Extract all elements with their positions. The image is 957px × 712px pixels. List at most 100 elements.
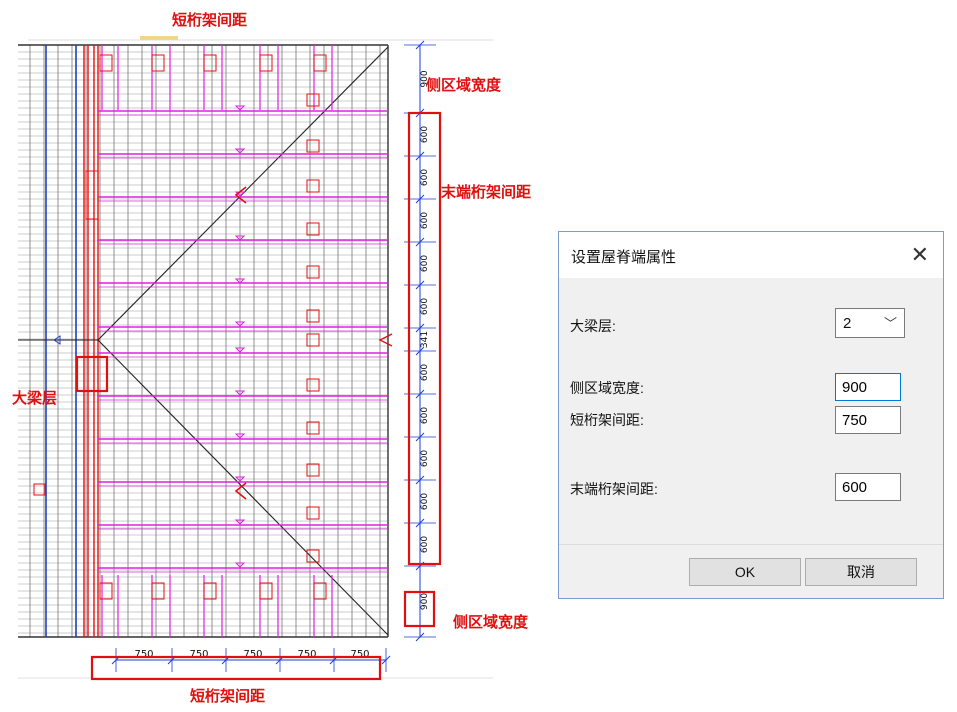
girder-tag bbox=[85, 170, 99, 220]
truss-marker bbox=[234, 278, 246, 284]
short-truss-spacing-input[interactable] bbox=[835, 406, 901, 434]
chevron-mark bbox=[234, 186, 247, 204]
dialog-titlebar: 设置屋脊端属性 ✕ bbox=[559, 232, 943, 278]
truss-marker bbox=[234, 347, 246, 353]
truss-tag bbox=[306, 179, 320, 193]
truss-marker bbox=[234, 476, 246, 482]
truss-tag bbox=[306, 309, 320, 323]
chevron-down-icon: ﹀ bbox=[883, 316, 897, 331]
truss-tag bbox=[313, 54, 327, 72]
dim-tick bbox=[415, 323, 425, 333]
end-truss-spacing-label: 末端桁架间距: bbox=[570, 481, 658, 497]
girder-layer-select[interactable]: 2 ﹀ bbox=[835, 308, 905, 338]
truss-tag bbox=[203, 582, 217, 600]
right-dim-label: 900 bbox=[420, 593, 430, 610]
close-icon[interactable]: ✕ bbox=[910, 242, 929, 267]
right-dim-label: 600 bbox=[420, 536, 430, 553]
truss-tag bbox=[306, 333, 320, 347]
label-side-width-top: 侧区域宽度 bbox=[426, 76, 502, 94]
side-width-input[interactable] bbox=[835, 373, 901, 401]
label-end-truss-spacing: 末端桁架间距 bbox=[441, 183, 532, 201]
dim-tick bbox=[415, 237, 425, 247]
truss-marker bbox=[234, 148, 246, 154]
girder-layer-label: 大梁层: bbox=[570, 318, 616, 334]
truss-tag bbox=[151, 582, 165, 600]
right-dim-label: 900 bbox=[420, 70, 430, 87]
right-dim-label: 600 bbox=[420, 493, 430, 510]
label-short-truss-spacing-bottom: 短桁架间距 bbox=[190, 687, 266, 705]
truss-marker bbox=[234, 105, 246, 111]
beam-tag bbox=[33, 483, 46, 496]
hip-line-lower bbox=[97, 339, 389, 636]
truss-tag bbox=[203, 54, 217, 72]
highlight-girder-layer bbox=[75, 355, 109, 393]
label-short-truss-spacing-top: 短桁架间距 bbox=[172, 11, 248, 29]
dim-tick bbox=[415, 151, 425, 161]
girder-layer-value: 2 bbox=[843, 315, 852, 332]
bottom-dim-label: 750 bbox=[350, 649, 369, 660]
bottom-dim-label: 750 bbox=[243, 649, 262, 660]
ridge-arrow bbox=[53, 335, 61, 345]
end-truss-spacing-input[interactable] bbox=[835, 473, 901, 501]
right-dim-label: 600 bbox=[420, 450, 430, 467]
side-width-label: 侧区域宽度: bbox=[570, 380, 644, 396]
right-dim-label: 600 bbox=[420, 255, 430, 272]
truss-tag bbox=[99, 582, 113, 600]
right-dim-label: 600 bbox=[420, 169, 430, 186]
truss-tag bbox=[259, 582, 273, 600]
truss-tag bbox=[306, 421, 320, 435]
truss-tag bbox=[306, 549, 320, 563]
right-dim-label: 600 bbox=[420, 126, 430, 143]
right-dim-label: 600 bbox=[420, 298, 430, 315]
truss-tag bbox=[306, 93, 320, 107]
truss-marker bbox=[234, 562, 246, 568]
truss-marker bbox=[234, 235, 246, 241]
truss-tag bbox=[306, 378, 320, 392]
truss-marker bbox=[234, 321, 246, 327]
dialog-title: 设置屋脊端属性 bbox=[571, 249, 677, 266]
label-side-width-bottom: 侧区域宽度 bbox=[453, 613, 529, 631]
ok-button[interactable]: OK bbox=[689, 558, 801, 586]
truss-tag bbox=[151, 54, 165, 72]
cancel-button[interactable]: 取消 bbox=[805, 558, 917, 586]
dim-tick bbox=[415, 194, 425, 204]
truss-marker bbox=[234, 519, 246, 525]
truss-marker bbox=[234, 390, 246, 396]
short-truss-spacing-label: 短桁架间距: bbox=[570, 412, 644, 428]
dim-tick bbox=[415, 518, 425, 528]
dialog-footer-separator bbox=[559, 544, 943, 545]
truss-tag bbox=[313, 582, 327, 600]
highlight-side-width-bottom bbox=[403, 590, 436, 628]
chevron-mark bbox=[234, 482, 247, 500]
label-girder-layer: 大梁层 bbox=[12, 389, 58, 407]
highlight-short-spacing bbox=[90, 655, 382, 681]
ridge-end-properties-dialog: 设置屋脊端属性 ✕ 大梁层: 2 ﹀ 侧区域宽度: 短桁架间距: 末端桁架间距:… bbox=[558, 231, 944, 599]
bottom-dimension-chain: 750 750 750 750 750 bbox=[18, 648, 493, 679]
dim-tick bbox=[415, 280, 425, 290]
truss-marker bbox=[234, 433, 246, 439]
right-dim-label: 341 bbox=[420, 331, 430, 348]
dim-tick bbox=[381, 655, 391, 665]
truss-tag bbox=[99, 54, 113, 72]
truss-tag bbox=[306, 463, 320, 477]
right-dim-label: 600 bbox=[420, 407, 430, 424]
dim-tick bbox=[415, 632, 425, 642]
dim-tick bbox=[415, 346, 425, 356]
bottom-dim-label: 750 bbox=[297, 649, 316, 660]
top-rule-mark bbox=[140, 36, 178, 40]
bottom-dim-label: 750 bbox=[134, 649, 153, 660]
truss-tag bbox=[306, 265, 320, 279]
highlight-end-spacing bbox=[407, 111, 442, 566]
truss-tag bbox=[306, 506, 320, 520]
dim-tick bbox=[415, 389, 425, 399]
dim-tick bbox=[415, 475, 425, 485]
dim-tick bbox=[415, 40, 425, 50]
truss-tag bbox=[306, 222, 320, 236]
dim-tick bbox=[415, 432, 425, 442]
truss-tag bbox=[306, 139, 320, 153]
chevron-mark bbox=[378, 333, 393, 347]
bottom-dim-label: 750 bbox=[189, 649, 208, 660]
right-dim-label: 600 bbox=[420, 364, 430, 381]
